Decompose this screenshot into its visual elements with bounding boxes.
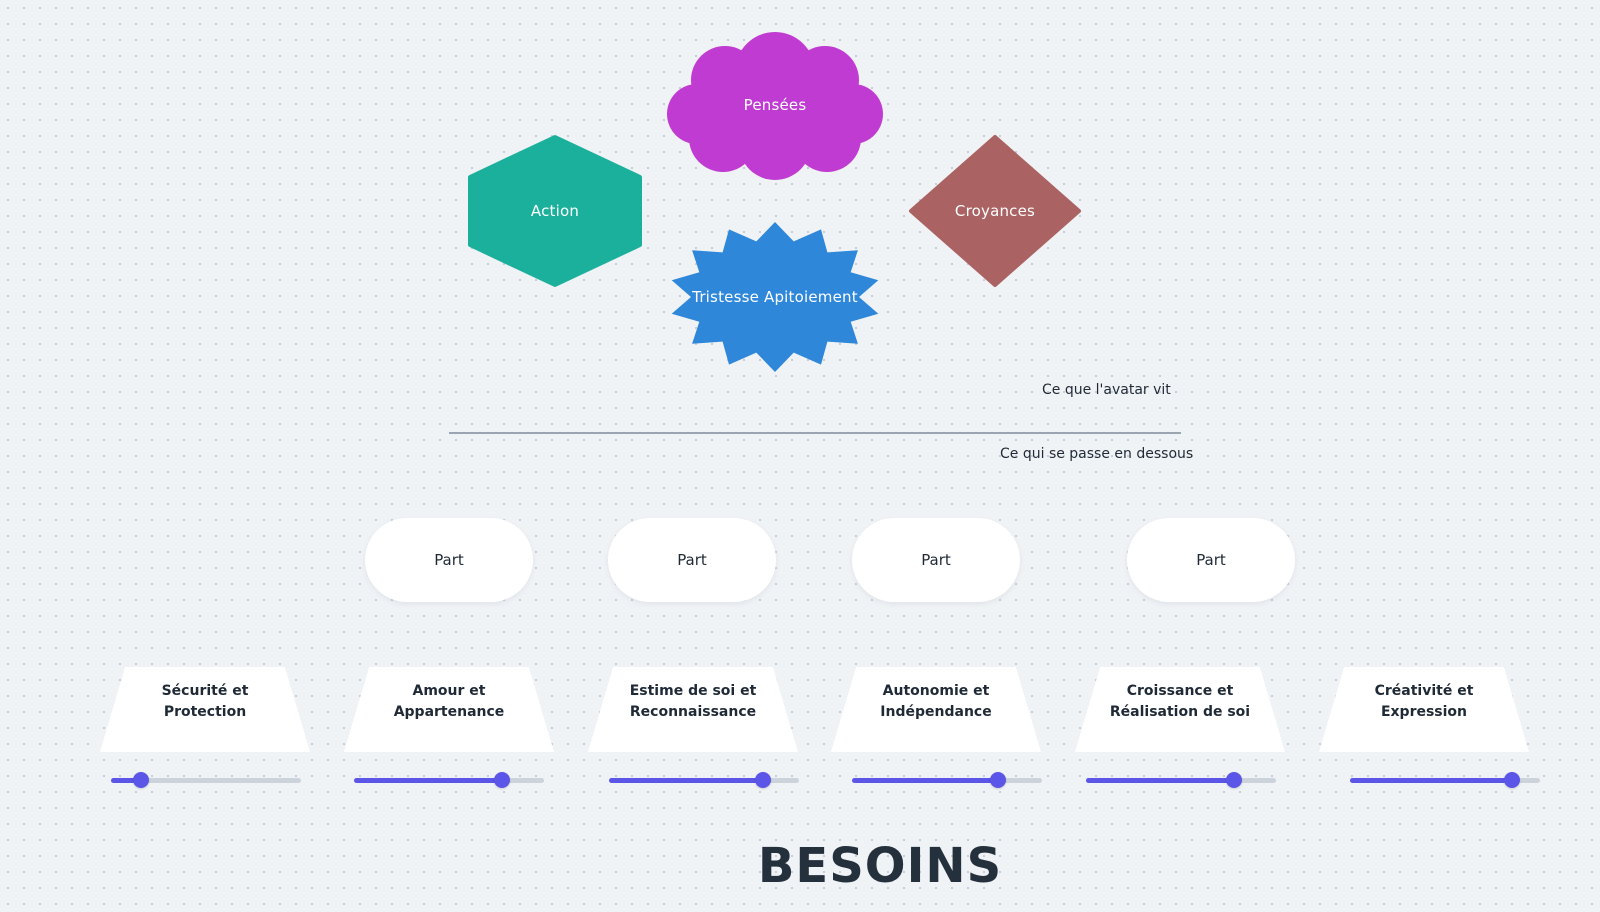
part-node[interactable]: Part: [365, 518, 533, 602]
need-slider-autonomy[interactable]: [852, 772, 1042, 788]
need-label: Amour et Appartenance: [393, 682, 505, 720]
slider-fill: [852, 778, 998, 783]
need-slider-creativity[interactable]: [1350, 772, 1540, 788]
beliefs-diamond-shape[interactable]: Croyances: [909, 135, 1081, 287]
need-label: Créativité et Expression: [1374, 682, 1474, 720]
page-title: BESOINS: [757, 838, 1003, 894]
need-slider-love[interactable]: [354, 772, 544, 788]
need-card-creativity[interactable]: Créativité et Expression: [1319, 667, 1529, 752]
need-card-love[interactable]: Amour et Appartenance: [344, 667, 554, 752]
need-card-esteem[interactable]: Estime de soi et Reconnaissance: [588, 667, 798, 752]
hexagon-icon: [468, 135, 642, 287]
slider-handle[interactable]: [990, 772, 1006, 788]
need-slider-esteem[interactable]: [609, 772, 799, 788]
need-slider-growth[interactable]: [1086, 772, 1276, 788]
slider-fill: [609, 778, 763, 783]
thoughts-cloud-shape[interactable]: Pensées: [667, 28, 883, 182]
emotion-starburst-shape[interactable]: Tristesse Apitoiement: [669, 222, 881, 372]
slider-track[interactable]: [111, 778, 301, 783]
action-hexagon-shape[interactable]: Action: [468, 135, 642, 287]
need-card-growth[interactable]: Croissance et Réalisation de soi: [1075, 667, 1285, 752]
slider-fill: [1350, 778, 1512, 783]
cloud-icon: [667, 32, 883, 180]
part-node[interactable]: Part: [852, 518, 1020, 602]
slider-handle[interactable]: [755, 772, 771, 788]
below-line-label: Ce qui se passe en dessous: [1000, 446, 1194, 462]
part-node[interactable]: Part: [1127, 518, 1295, 602]
starburst-icon: [671, 222, 879, 372]
need-card-autonomy[interactable]: Autonomie et Indépendance: [831, 667, 1041, 752]
need-slider-security[interactable]: [111, 772, 301, 788]
divider-line: [449, 432, 1181, 434]
emotion-label: Tristesse Apitoiement: [692, 288, 858, 306]
slider-fill: [111, 778, 141, 783]
beliefs-label: Croyances: [954, 202, 1036, 220]
need-label: Autonomie et Indépendance: [880, 682, 992, 720]
need-label: Estime de soi et Reconnaissance: [629, 682, 757, 720]
action-label: Action: [530, 202, 580, 220]
above-line-label: Ce que l'avatar vit: [1042, 382, 1171, 398]
slider-handle[interactable]: [1226, 772, 1242, 788]
part-node[interactable]: Part: [608, 518, 776, 602]
slider-handle[interactable]: [1504, 772, 1520, 788]
thoughts-label: Pensées: [743, 96, 807, 114]
diamond-icon: [909, 135, 1081, 287]
slider-handle[interactable]: [133, 772, 149, 788]
slider-handle[interactable]: [494, 772, 510, 788]
slider-fill: [354, 778, 502, 783]
need-label: Sécurité et Protection: [161, 682, 249, 720]
need-card-security[interactable]: Sécurité et Protection: [100, 667, 310, 752]
need-label: Croissance et Réalisation de soi: [1109, 682, 1251, 720]
slider-fill: [1086, 778, 1234, 783]
